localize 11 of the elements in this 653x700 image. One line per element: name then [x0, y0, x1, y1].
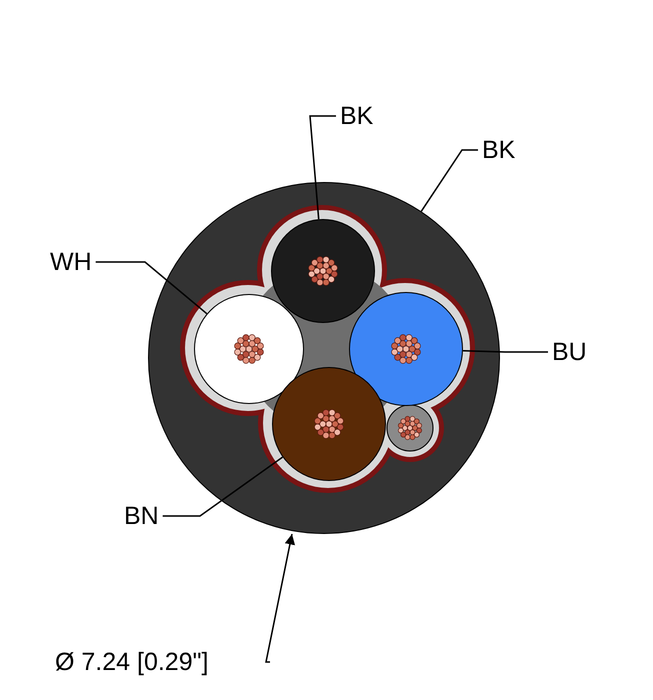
leader-line — [162, 456, 284, 517]
leader-line — [309, 115, 336, 220]
dimension-label: Ø 7.24 [0.29"] — [55, 648, 208, 676]
leader-line — [96, 261, 208, 314]
leader-line — [420, 149, 478, 212]
wire-color-label: BU — [552, 338, 587, 366]
wire-color-label: BN — [124, 502, 159, 530]
wire-color-label: BK — [340, 102, 374, 130]
leader-line — [462, 350, 548, 353]
wire-color-label: BK — [482, 136, 516, 164]
wire-color-label: WH — [50, 248, 92, 276]
